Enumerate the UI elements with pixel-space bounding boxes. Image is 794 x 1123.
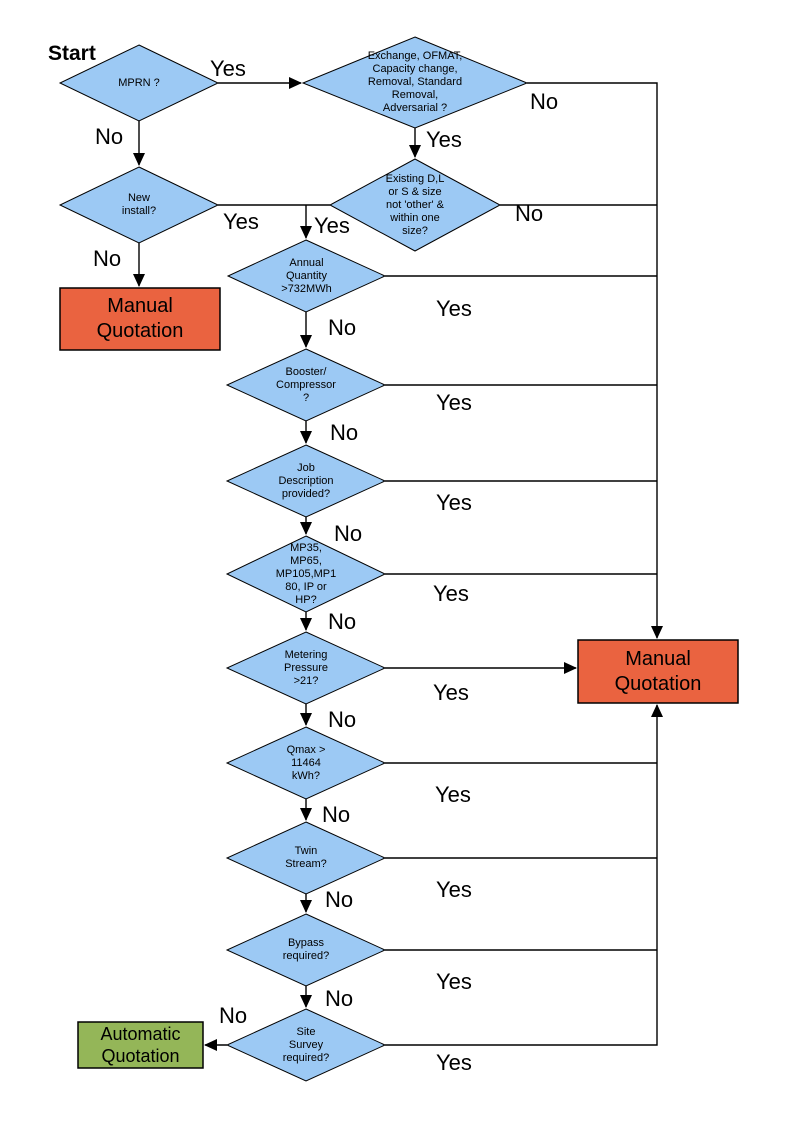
mprn-label: MPRN ? bbox=[118, 76, 160, 89]
edge-label-mprn-no: No bbox=[95, 124, 124, 149]
exchange-label: Exchange, OFMAT, Capacity change, Remova… bbox=[367, 50, 463, 114]
edge-label-metering-yes: Yes bbox=[433, 680, 469, 705]
metering-pressure-label: Metering Pressure >21? bbox=[283, 648, 329, 687]
edge-label-metering-no: No bbox=[328, 707, 357, 732]
edge-label-bypass-no: No bbox=[325, 986, 354, 1011]
job-description-diamond bbox=[225, 444, 387, 518]
twin-stream-diamond bbox=[225, 821, 387, 895]
manual-quotation-left-box bbox=[59, 287, 221, 351]
site-survey-diamond bbox=[225, 1008, 387, 1082]
qmax-diamond bbox=[225, 726, 387, 800]
annual-quantity-diamond bbox=[226, 239, 387, 313]
edge-label-new-install-no: No bbox=[93, 246, 122, 271]
edge-label-exchange-yes: Yes bbox=[426, 127, 462, 152]
edge-label-twin-yes: Yes bbox=[436, 877, 472, 902]
edge-label-site-no: No bbox=[219, 1003, 248, 1028]
automatic-quotation-label: Automatic Quotation bbox=[100, 1024, 181, 1066]
exchange-diamond bbox=[301, 36, 529, 129]
start-label: Start bbox=[48, 42, 96, 65]
mprn-diamond bbox=[58, 44, 220, 122]
edge-label-twin-no: No bbox=[325, 887, 354, 912]
edge-label-site-yes: Yes bbox=[436, 1050, 472, 1075]
booster-label: Booster/ Compressor ? bbox=[276, 365, 336, 404]
edge-site-yes-trunk bbox=[385, 704, 663, 1046]
site-survey-label: Site Survey required? bbox=[282, 1025, 330, 1064]
edge-label-booster-no: No bbox=[330, 420, 359, 445]
edge-label-bypass-yes: Yes bbox=[436, 969, 472, 994]
existing-label: Existing D,L or S & size not 'other' & w… bbox=[385, 172, 445, 237]
mp-tier-label: MP35, MP65, MP105,MP1 80, IP or HP? bbox=[275, 541, 337, 606]
edge-label-mp-no: No bbox=[328, 609, 357, 634]
edge-label-mp-yes: Yes bbox=[433, 581, 469, 606]
new-install-diamond bbox=[58, 166, 220, 244]
edge-exchange-no-trunk bbox=[527, 82, 663, 639]
edge-label-mprn-yes: Yes bbox=[210, 56, 246, 81]
edge-label-exchange-no: No bbox=[530, 89, 559, 114]
manual-quotation-right-label: Manual Quotation bbox=[614, 647, 702, 695]
mp-tier-diamond bbox=[225, 535, 387, 613]
edge-label-annual-yes: Yes bbox=[436, 296, 472, 321]
new-install-label: New install? bbox=[121, 192, 157, 217]
booster-diamond bbox=[225, 348, 387, 422]
job-description-label: Job Description provided? bbox=[278, 461, 334, 500]
bypass-label: Bypass required? bbox=[282, 937, 330, 962]
qmax-label: Qmax > 11464 kWh? bbox=[286, 743, 326, 782]
edge-label-booster-yes: Yes bbox=[436, 390, 472, 415]
automatic-quotation-box bbox=[77, 1021, 204, 1069]
bypass-diamond bbox=[225, 913, 387, 987]
annual-quantity-label: Annual Quantity >732MWh bbox=[281, 256, 332, 295]
manual-quotation-left-label: Manual Quotation bbox=[96, 295, 184, 342]
edge-label-qmax-no: No bbox=[322, 802, 351, 827]
edge-label-existing-no: No bbox=[515, 201, 544, 226]
edge-label-annual-no: No bbox=[328, 315, 357, 340]
edge-label-job-no: No bbox=[334, 521, 363, 546]
existing-diamond bbox=[328, 158, 502, 252]
edge-label-new-install-yes: Yes bbox=[223, 209, 259, 234]
edge-label-qmax-yes: Yes bbox=[435, 782, 471, 807]
twin-stream-label: Twin Stream? bbox=[285, 845, 327, 870]
metering-pressure-diamond bbox=[225, 631, 387, 705]
edge-label-existing-yes: Yes bbox=[314, 213, 350, 238]
manual-quotation-right-box bbox=[577, 639, 739, 704]
edge-label-job-yes: Yes bbox=[436, 490, 472, 515]
